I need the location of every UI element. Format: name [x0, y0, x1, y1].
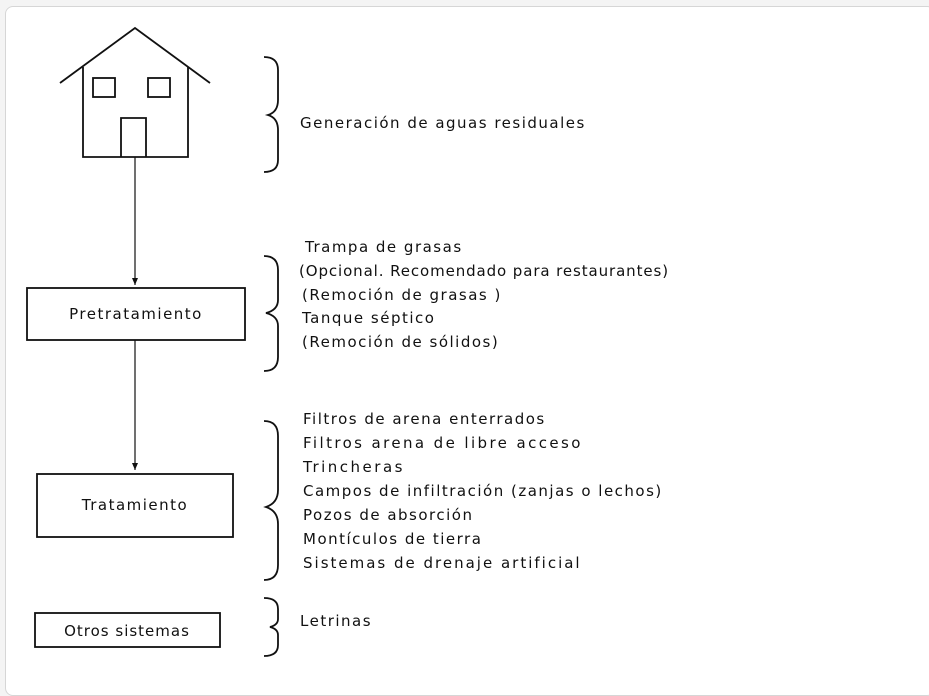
brace-generacion [263, 56, 279, 173]
brace-pretratamiento [263, 255, 279, 372]
otros-sistemas-box: Otros sistemas [34, 612, 221, 648]
brace-otros [263, 597, 279, 657]
pretratamiento-label: Pretratamiento [69, 305, 203, 323]
list-item: (Remoción de sólidos) [302, 333, 499, 351]
list-item: Filtros de arena enterrados [303, 410, 546, 428]
list-item: Trampa de grasas [304, 238, 463, 256]
tratamiento-box: Tratamiento [36, 473, 234, 538]
list-item: Pozos de absorción [303, 506, 473, 524]
otros-items: Letrinas [300, 612, 372, 630]
tratamiento-label: Tratamiento [81, 496, 188, 514]
generacion-label: Generación de aguas residuales [300, 114, 586, 132]
list-item: Campos de infiltración (zanjas o lechos) [303, 482, 663, 500]
otros-sistemas-label: Otros sistemas [64, 622, 190, 640]
list-item: Montículos de tierra [303, 530, 482, 548]
list-item: Filtros arena de libre acceso [303, 434, 583, 452]
list-item: Letrinas [300, 612, 372, 630]
brace-tratamiento [263, 420, 279, 581]
pretratamiento-box: Pretratamiento [26, 287, 246, 341]
tratamiento-items: Filtros de arena enterrados Filtros aren… [302, 410, 663, 572]
house-icon [59, 26, 211, 158]
list-item: Trincheras [302, 458, 405, 476]
list-item: (Opcional. Recomendado para restaurantes… [299, 262, 669, 280]
list-item: Tanque séptico [301, 309, 435, 327]
pretratamiento-items: Trampa de grasas (Opcional. Recomendado … [299, 238, 669, 351]
list-item: Sistemas de drenaje artificial [303, 554, 582, 572]
diagram-frame [5, 6, 929, 696]
list-item: (Remoción de grasas ) [302, 286, 502, 304]
